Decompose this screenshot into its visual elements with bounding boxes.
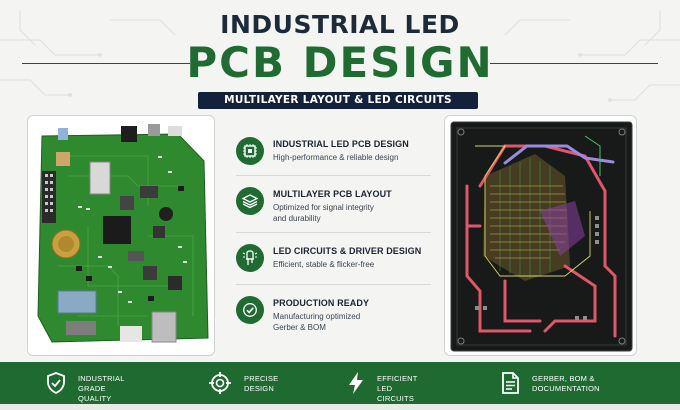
pcb-board-illustration [37,124,209,343]
bottom-label-line-1: PRECISE [244,374,279,383]
bottom-label-line-1: INDUSTRIAL [78,374,125,383]
divider-right [490,63,658,64]
feature-desc-line-2: Gerber & BOM [273,323,326,332]
bottom-label-line-1: GERBER, BOM & [532,374,595,383]
led-bulb-icon [236,244,264,272]
feature-title: PRODUCTION READY [273,298,370,308]
layers-icon [236,187,264,215]
divider-left [22,63,190,64]
footer-strip [0,404,680,410]
bottom-label-line-2: DOCUMENTATION [532,384,600,393]
lightning-icon [349,372,363,394]
feature-divider [236,284,431,285]
feature-desc: High-performance & reliable design [273,153,399,162]
pcb-layout-panel [444,115,637,356]
check-circle-icon [236,296,264,324]
feature-desc-line-1: Optimized for signal integrity [273,203,374,212]
crosshair-icon [209,372,231,394]
pcb-photo-panel [27,115,215,356]
bottom-label-line-2: GRADE QUALITY [78,384,112,403]
feature-divider [236,175,431,176]
subtitle-banner: MULTILAYER LAYOUT & LED CIRCUITS [198,92,478,109]
feature-desc: Optimized for signal integrity and durabi… [273,202,438,224]
bottom-item-label: GERBER, BOM &DOCUMENTATION [532,374,600,394]
feature-desc-line-1: Manufacturing optimized [273,312,361,321]
shield-check-icon [47,372,65,395]
feature-title: MULTILAYER PCB LAYOUT [273,189,392,199]
bottom-label-line-2: LED CIRCUITS [377,384,415,403]
pcb-chip-icon [236,137,264,165]
feature-desc: Efficient, stable & flicker-free [273,260,375,269]
document-icon [502,372,519,394]
bottom-label-line-2: DESIGN [244,384,274,393]
feature-title: LED CIRCUITS & DRIVER DESIGN [273,246,422,256]
title-line-1: INDUSTRIAL LED [220,10,460,39]
feature-title: INDUSTRIAL LED PCB DESIGN [273,139,409,149]
pcb-layout-illustration [450,121,633,352]
feature-divider [236,232,431,233]
feature-desc-line-2: and durability [273,214,321,223]
title-line-2: PCB DESIGN [186,38,494,87]
bottom-label-line-1: EFFICIENT [377,374,418,383]
